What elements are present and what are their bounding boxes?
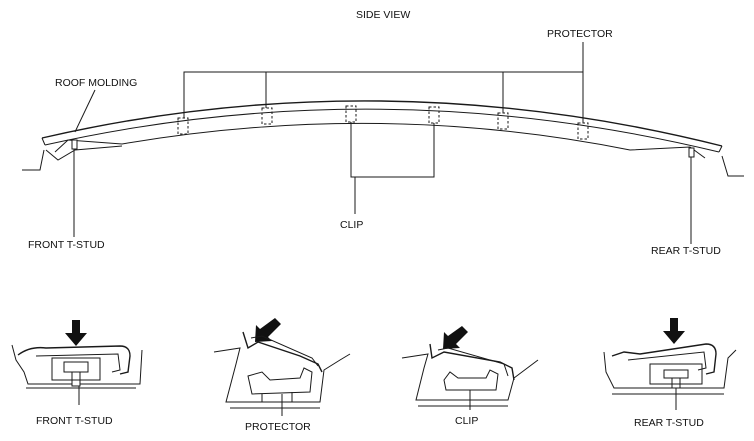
protector-leader-drops xyxy=(265,72,504,113)
detail-rear-t-stud: REAR T-STUD xyxy=(603,318,737,429)
protector-mark xyxy=(177,117,189,135)
roof-molding-leader xyxy=(74,89,96,133)
molding-inner xyxy=(35,353,121,373)
press-arrow-icon xyxy=(663,318,685,344)
protector-mark xyxy=(261,107,273,125)
stud-housing xyxy=(649,363,703,385)
rear-body-line xyxy=(721,155,744,177)
detail-protector-label: PROTECTOR xyxy=(245,421,311,433)
roof-molding-outer xyxy=(41,100,723,147)
front-t-stud-label: FRONT T-STUD xyxy=(28,239,105,251)
roof-molding-label: ROOF MOLDING xyxy=(55,77,137,89)
clip-mark xyxy=(428,106,440,124)
t-stud-shank xyxy=(71,371,81,387)
protector-leader xyxy=(183,71,584,123)
body-panel xyxy=(11,344,143,385)
protector-label: PROTECTOR xyxy=(547,28,613,40)
detail-front-t-stud-label: FRONT T-STUD xyxy=(36,415,113,427)
clip-leader xyxy=(350,122,435,178)
molding-cap xyxy=(429,343,515,381)
molding-inner xyxy=(627,351,707,371)
t-stud-head xyxy=(663,369,689,379)
rear-t-stud-mark xyxy=(688,147,695,158)
protector-legs xyxy=(261,392,293,402)
front-body-line xyxy=(22,149,45,171)
molding-cap xyxy=(242,331,323,373)
detail-front-t-stud: FRONT T-STUD xyxy=(11,320,143,427)
molding-inner xyxy=(250,335,319,367)
body-panel xyxy=(603,349,737,389)
side-view: SIDE VIEW PROTECTOR ROOF MOLDING xyxy=(22,9,744,257)
clip-mark xyxy=(345,105,357,123)
t-stud-head xyxy=(63,361,89,373)
molding-cap xyxy=(611,343,717,375)
clip-part xyxy=(443,369,499,391)
press-arrow-icon xyxy=(443,326,468,349)
stud-housing xyxy=(51,357,101,381)
t-stud-shank xyxy=(671,377,681,389)
roof-panel-line xyxy=(54,122,706,159)
protector-part xyxy=(247,367,313,395)
detail-clip: CLIP xyxy=(401,326,539,427)
detail-rear-t-stud-label: REAR T-STUD xyxy=(634,417,704,429)
front-t-stud-mark xyxy=(71,139,78,150)
clip-label: CLIP xyxy=(340,219,363,231)
molding-cap xyxy=(17,345,131,375)
press-arrow-icon xyxy=(65,320,87,346)
roof-molding-inner xyxy=(44,108,720,153)
rear-t-stud-label: REAR T-STUD xyxy=(651,245,721,257)
roof-molding-ends xyxy=(41,137,723,153)
front-channel xyxy=(45,145,123,161)
body-panel xyxy=(401,353,539,401)
molding-inner xyxy=(437,347,509,377)
side-view-title: SIDE VIEW xyxy=(356,9,410,21)
detail-protector: PROTECTOR xyxy=(213,318,351,433)
detail-clip-label: CLIP xyxy=(455,415,478,427)
body-panel xyxy=(213,347,351,403)
